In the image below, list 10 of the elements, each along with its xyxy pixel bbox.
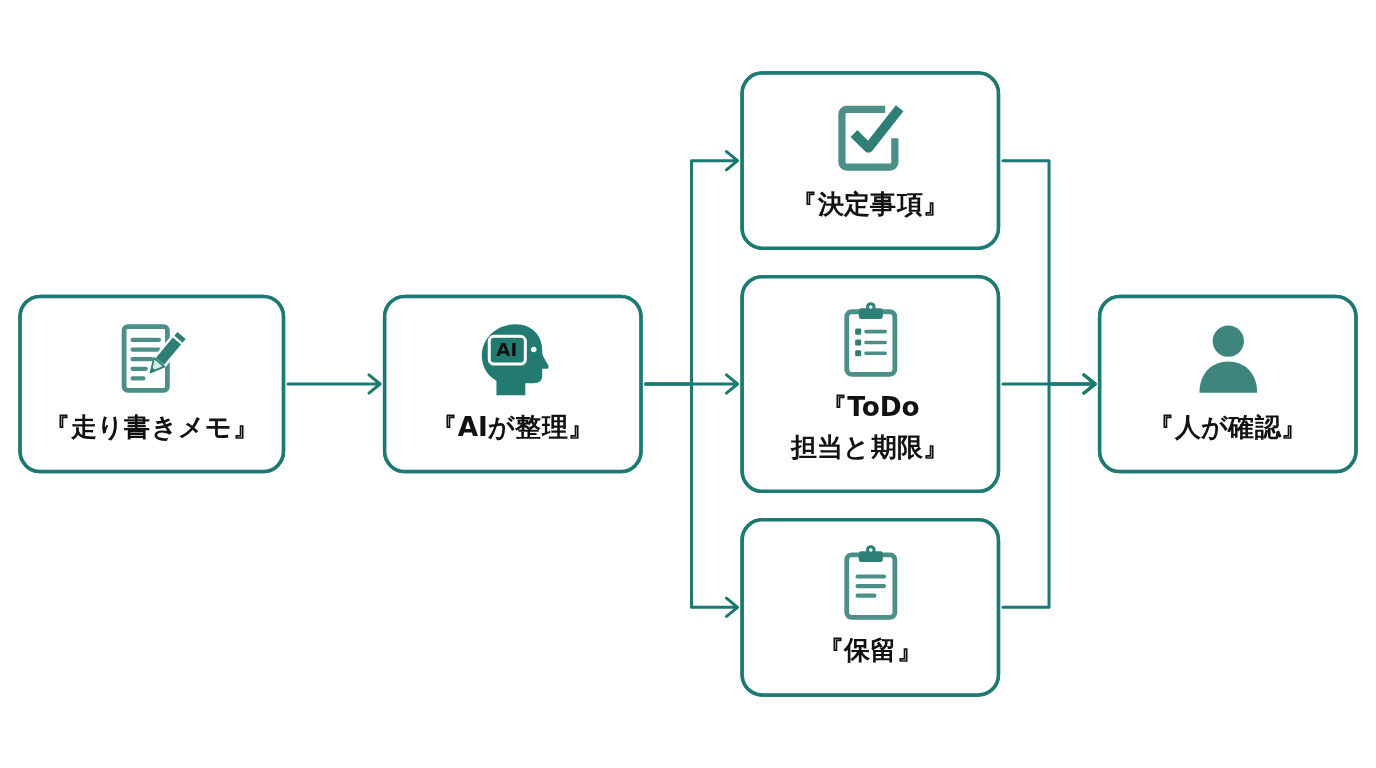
connector-arrow bbox=[286, 373, 382, 395]
node-label: 『AIが整理』 bbox=[431, 411, 595, 443]
node-label: 『ToDo 担当と期限』 bbox=[789, 391, 951, 464]
node-label: 『人が確認』 bbox=[1148, 411, 1308, 443]
node-label: 『保留』 bbox=[817, 635, 923, 666]
connector-arrow bbox=[643, 382, 740, 618]
icon-text: AI bbox=[495, 338, 519, 363]
connector-arrow bbox=[1001, 373, 1097, 609]
node-label: 『決定事項』 bbox=[791, 188, 950, 219]
node-label: 『走り書きメモ』 bbox=[44, 411, 260, 443]
